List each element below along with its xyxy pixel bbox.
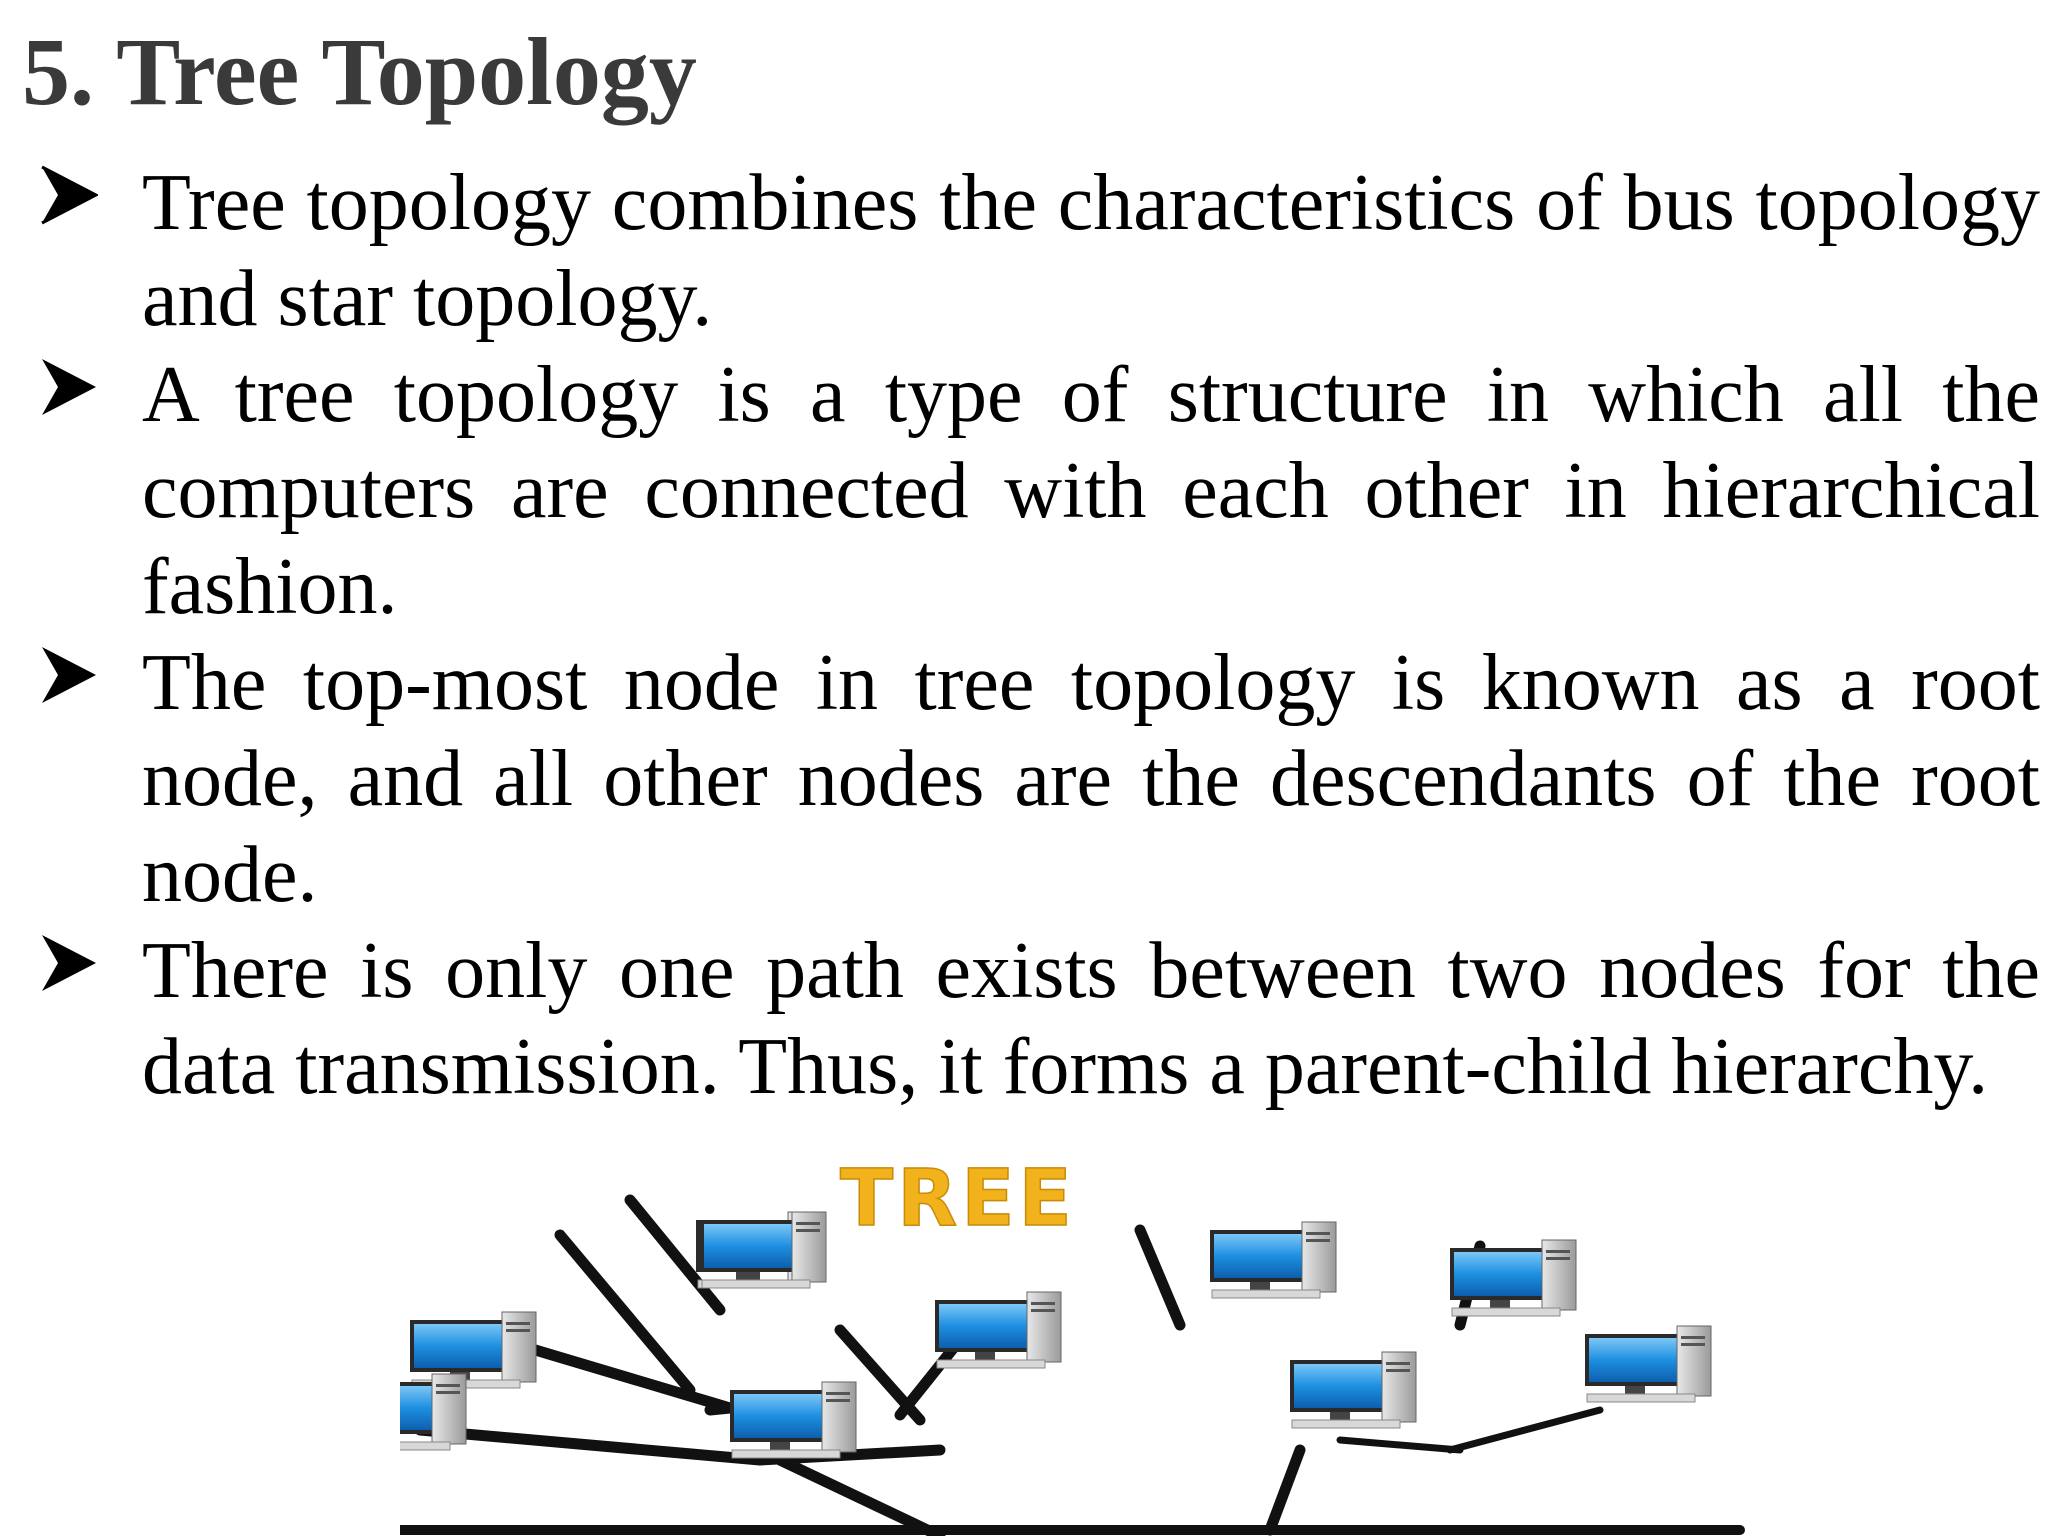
slide-title: 5. Tree Topology — [22, 18, 697, 125]
bullet-item: There is only one path exists between tw… — [40, 923, 2040, 1115]
desktop-computer-icon — [1289, 1351, 1417, 1429]
tree-label: TREE — [840, 1154, 1076, 1244]
bullet-list: Tree topology combines the characteristi… — [40, 155, 2040, 1115]
bullet-text: The top-most node in tree topology is kn… — [142, 639, 2040, 919]
bullet-item: A tree topology is a type of structure i… — [40, 347, 2040, 635]
desktop-computer-icon — [934, 1291, 1062, 1369]
arrowhead-bullet-icon — [42, 647, 96, 703]
desktop-computer-icon — [400, 1373, 467, 1451]
arrowhead-bullet-icon — [42, 935, 96, 991]
desktop-computer-icon — [729, 1381, 857, 1459]
tree-topology-figure: TREE — [400, 1150, 1800, 1536]
desktop-computer-icon — [409, 1311, 537, 1389]
desktop-computer-icon — [1209, 1221, 1337, 1299]
desktop-computer-icon — [1584, 1325, 1712, 1403]
bullet-text: A tree topology is a type of structure i… — [142, 351, 2040, 631]
bullet-text: There is only one path exists between tw… — [142, 927, 2040, 1111]
bullet-text: Tree topology combines the characteristi… — [142, 159, 2040, 343]
tree-topology-diagram: TREE — [400, 1153, 1745, 1536]
desktop-computer-icon — [699, 1211, 827, 1289]
arrowhead-bullet-icon — [41, 165, 98, 225]
bullet-item: Tree topology combines the characteristi… — [40, 155, 2040, 347]
arrowhead-bullet-icon — [42, 359, 96, 415]
bullet-item: The top-most node in tree topology is kn… — [40, 635, 2040, 923]
